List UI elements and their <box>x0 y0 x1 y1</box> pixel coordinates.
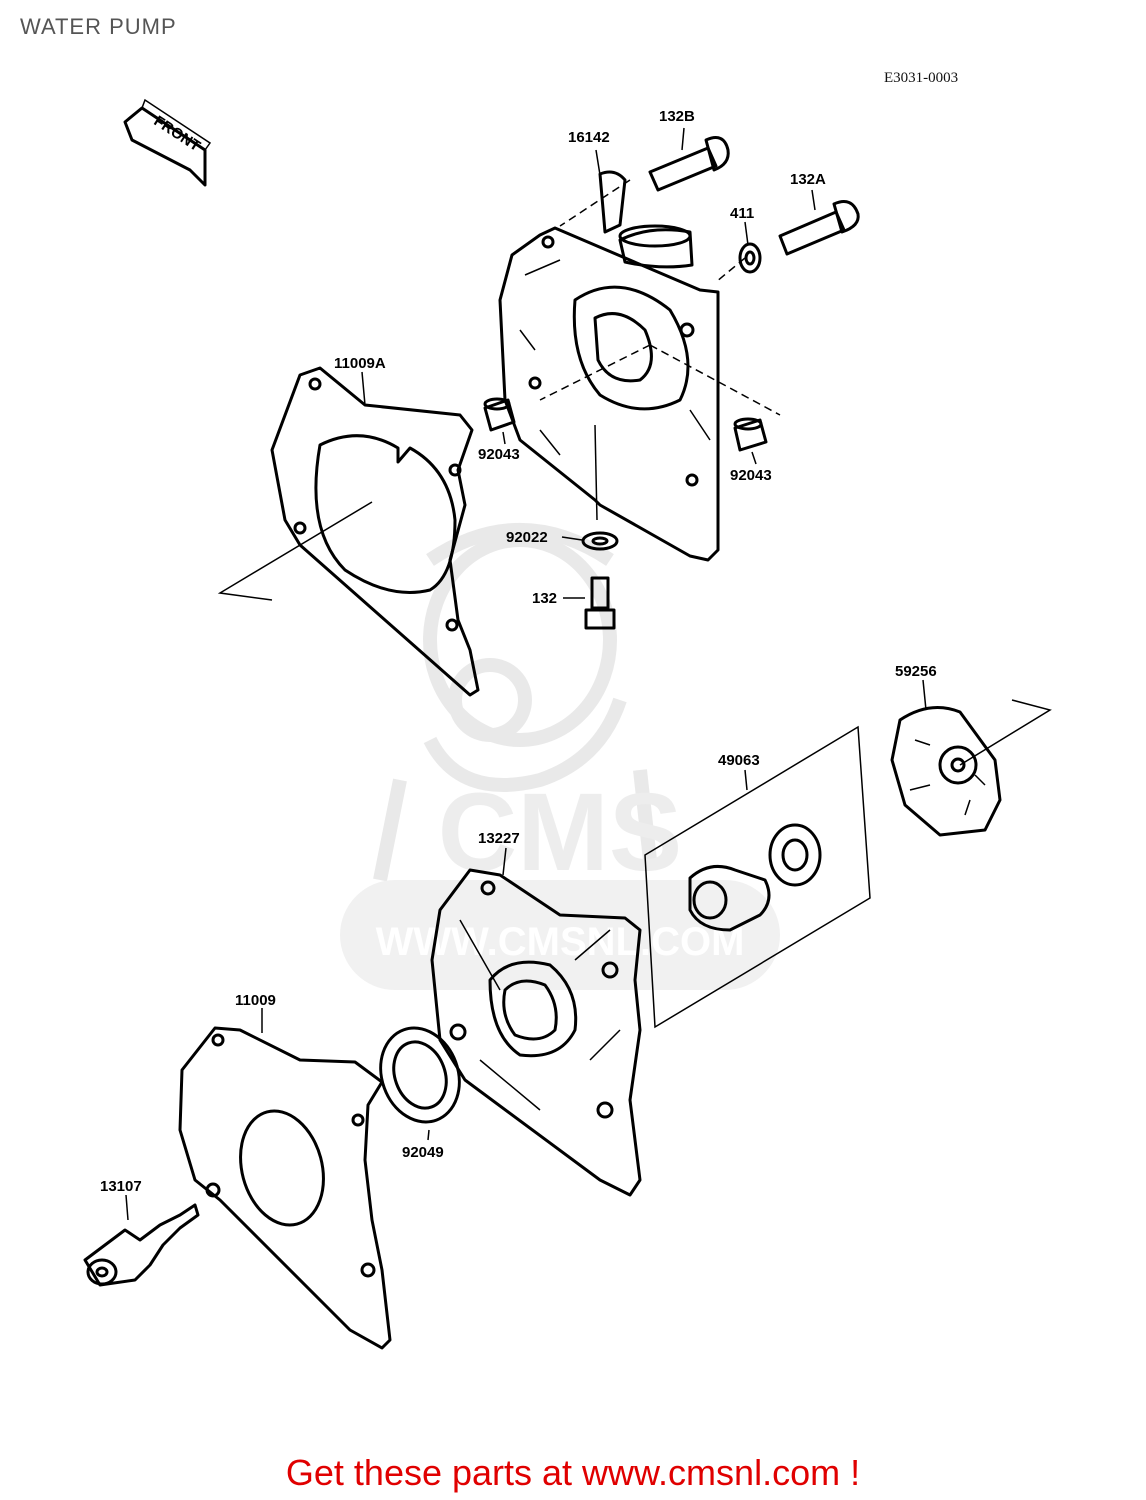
watermark-logo-text: CMS <box>438 771 682 894</box>
diagram-code: E3031-0003 <box>884 70 959 86</box>
pump-housing <box>498 170 720 562</box>
part-label-132b: 132B <box>659 108 695 125</box>
exploded-parts-diagram: CMS WWW.CMSNL.COM FRONT <box>83 98 1052 1350</box>
part-label-92043-right: 92043 <box>730 467 772 484</box>
page-title: WATER PUMP <box>20 14 177 39</box>
part-label-92049: 92049 <box>402 1144 444 1161</box>
mechanical-seal-49063 <box>644 725 871 1029</box>
part-label-132: 132 <box>532 590 557 607</box>
footer-shop-link[interactable]: Get these parts at www.cmsnl.com ! <box>285 1452 861 1493</box>
fitting-13107 <box>83 1203 200 1287</box>
dowel-92043-right <box>733 417 768 452</box>
part-label-49063: 49063 <box>718 752 760 769</box>
washer-411 <box>738 242 762 274</box>
dowel-92043-left <box>483 397 516 432</box>
bolt-132b <box>648 136 730 192</box>
gasket-11009 <box>178 1026 392 1350</box>
housing-cover-13227 <box>430 868 642 1197</box>
front-arrow-icon: FRONT <box>123 98 212 187</box>
part-label-132a: 132A <box>790 171 826 188</box>
part-label-11009: 11009 <box>235 992 276 1009</box>
part-label-13107: 13107 <box>100 1178 142 1195</box>
part-labels: 16142 132B 132A 411 11009A 92043 92043 9… <box>100 108 937 1195</box>
part-label-92022: 92022 <box>506 529 548 546</box>
washer-92022 <box>581 531 619 551</box>
part-label-411: 411 <box>730 205 754 222</box>
gasket-11009a <box>270 366 480 697</box>
cms-watermark: CMS WWW.CMSNL.COM <box>340 523 780 990</box>
impeller-59256 <box>890 706 1002 837</box>
oil-seal-92049 <box>379 1026 461 1124</box>
leader-lines <box>125 127 927 1221</box>
part-label-59256: 59256 <box>895 663 937 680</box>
part-label-11009a: 11009A <box>334 355 386 372</box>
drain-bolt-132 <box>584 576 616 630</box>
part-label-92043-left: 92043 <box>478 446 520 463</box>
part-label-13227: 13227 <box>478 830 520 847</box>
part-label-16142: 16142 <box>568 129 610 146</box>
bolt-132a <box>778 200 860 256</box>
